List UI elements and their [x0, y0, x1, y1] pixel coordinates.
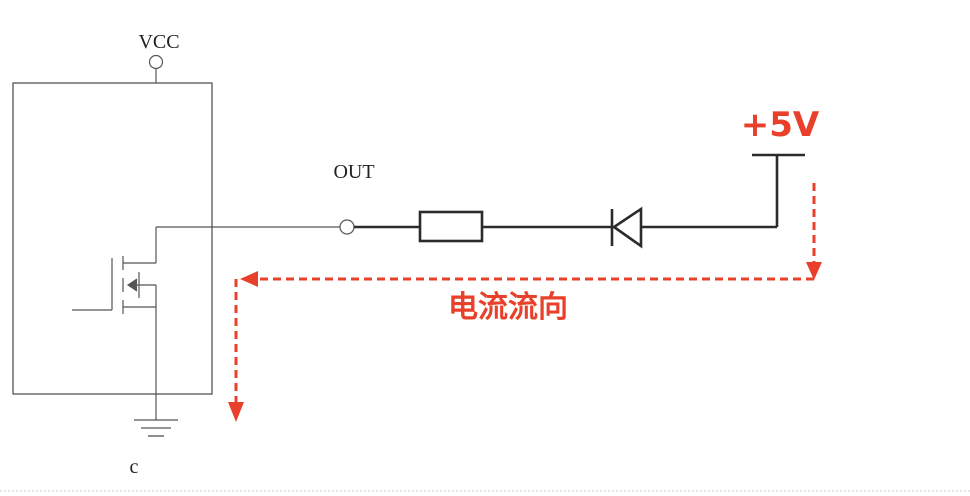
external-circuit	[354, 153, 805, 243]
vcc-terminal	[148, 54, 164, 70]
current-flow-arrowheads	[228, 262, 822, 422]
resistor	[418, 210, 484, 243]
current-flow-path	[234, 183, 816, 408]
supply-label: +5V	[741, 105, 820, 145]
arrow-left	[240, 271, 258, 287]
out-label: OUT	[333, 161, 374, 183]
arrow-down-right	[806, 262, 822, 280]
ground-label: c	[130, 456, 139, 478]
vcc-label: VCC	[138, 31, 179, 53]
current-flow-label: 电流流向	[448, 290, 568, 325]
out-terminal	[339, 219, 355, 235]
ic-box	[12, 82, 213, 395]
arrow-down-left	[228, 402, 244, 422]
ground-symbol	[134, 419, 178, 437]
mosfet-symbol	[72, 227, 157, 314]
diode	[610, 206, 643, 249]
